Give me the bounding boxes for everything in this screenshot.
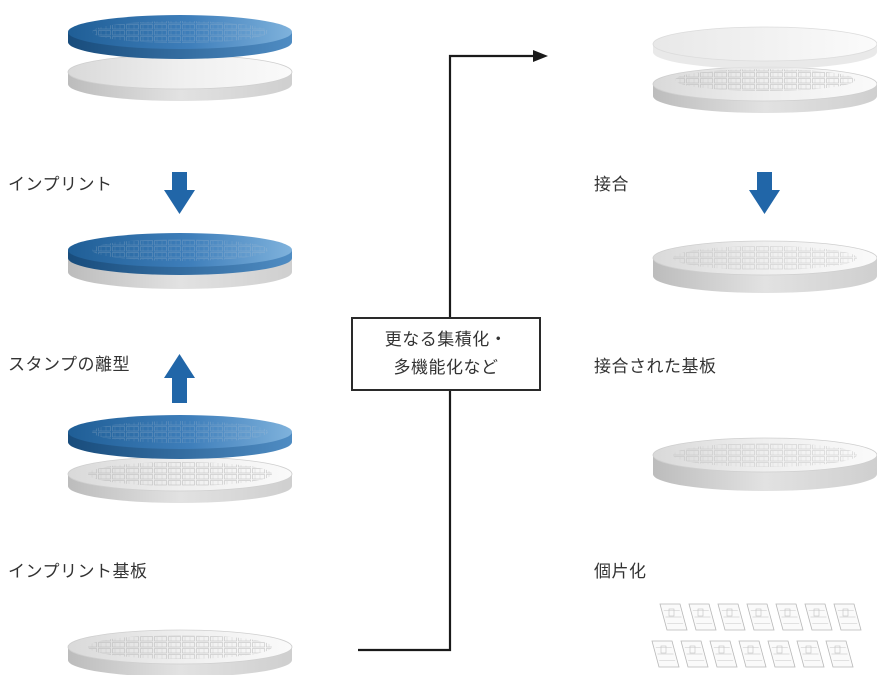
wafer-stack-bonding-before [652,26,877,113]
wafer-imprint-substrate [67,629,293,675]
integration-note-line2: 多機能化など [393,358,499,378]
chip [651,640,680,668]
label-bonding: 接合 [594,175,629,195]
chip [659,603,688,631]
chip [688,603,717,631]
chip [738,640,767,668]
singulated-chips [651,603,862,668]
chip [775,603,804,631]
chip [717,603,746,631]
arrow-up-icon [164,354,195,403]
integration-note-line1: 更なる集積化・ [384,330,508,350]
arrow-down-icon [749,172,780,214]
label-imprint: インプリント [8,175,113,195]
wafer-stack-stamp-release [67,415,293,503]
chip [709,640,738,668]
chip [833,603,862,631]
chip [767,640,796,668]
arrow-down-icon [164,172,195,214]
integration-note-box: 更なる集積化・ 多機能化など [351,317,541,391]
chip [825,640,854,668]
chip [746,603,775,631]
connector-line [358,54,535,652]
wafer-stack-imprint-before [67,15,293,101]
label-singulation: 個片化 [594,562,647,582]
arrow-right-icon [533,50,548,62]
label-stamp-release: スタンプの離型 [8,355,130,375]
chip [796,640,825,668]
label-bonded-substrate: 接合された基板 [594,357,717,377]
chip [680,640,709,668]
chip [804,603,833,631]
label-imprint-substrate: インプリント基板 [8,562,148,582]
wafer-bonded-substrate [652,437,877,491]
wafer-stack-imprint-pressed [68,233,292,289]
wafer-stack-bonded [652,240,877,293]
